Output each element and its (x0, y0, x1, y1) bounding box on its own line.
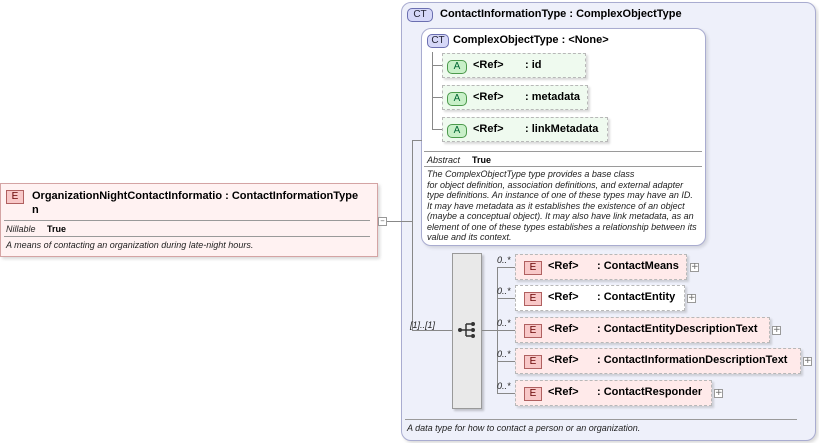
attribute-branch (432, 129, 444, 130)
description-line: type definitions. An instance of one of … (427, 190, 693, 200)
child-name: : ContactInformationDescriptionText (597, 354, 788, 366)
element-title-wrap: n (32, 204, 39, 216)
element-badge: E (6, 190, 24, 204)
complex-type-description: A data type for how to contact a person … (407, 423, 641, 433)
child-name: : ContactResponder (597, 386, 703, 398)
plus-icon[interactable]: + (803, 356, 812, 366)
plus-icon[interactable]: + (714, 388, 723, 398)
complex-type-title: ContactInformationType : ComplexObjectTy… (440, 8, 682, 20)
element-badge: E (524, 261, 542, 275)
element-badge: E (524, 355, 542, 369)
element-badge: E (524, 324, 542, 338)
attribute-ref: <Ref> (473, 91, 504, 103)
description-line: It may have metadata as it establishes t… (427, 200, 685, 211)
attribute-tree-line (432, 52, 433, 130)
attribute-branch (432, 65, 444, 66)
sequence-connector (412, 330, 452, 331)
child-contact-responder[interactable]: E <Ref> : ContactResponder (515, 380, 712, 406)
abstract-label: Abstract (427, 155, 461, 165)
element-badge: E (524, 387, 542, 401)
attribute-ref: <Ref> (473, 123, 504, 135)
description-line: for object definition, association defin… (427, 179, 684, 190)
attribute-name: : id (525, 59, 542, 71)
child-occurrence: 0..* (497, 255, 511, 265)
base-type-title: ComplexObjectType : <None> (453, 34, 609, 46)
child-branch (497, 298, 515, 299)
child-occurrence: 0..* (497, 381, 511, 391)
child-name: : ContactEntityDescriptionText (597, 323, 758, 335)
child-ref: <Ref> (548, 291, 579, 303)
child-ref: <Ref> (548, 260, 579, 272)
child-ref: <Ref> (548, 386, 579, 398)
child-branch (497, 393, 515, 394)
base-type-divider (424, 151, 702, 152)
description-line: The ComplexObjectType type provides a ba… (427, 169, 635, 179)
element-divider (4, 236, 370, 237)
child-branch (497, 330, 515, 331)
element-description: A means of contacting an organization du… (6, 240, 254, 250)
base-type-description: The ComplexObjectType type provides a ba… (427, 169, 703, 243)
child-branch (497, 267, 515, 268)
description-line: (maybe a conceptual object). It may also… (427, 211, 694, 221)
child-name: : ContactEntity (597, 291, 676, 303)
complex-type-badge: CT (407, 8, 433, 22)
plus-icon[interactable]: + (690, 262, 699, 272)
complex-type-divider (405, 419, 797, 420)
child-ref: <Ref> (548, 323, 579, 335)
attribute-link-metadata[interactable]: A <Ref> : linkMetadata (442, 117, 608, 142)
child-occurrence: 0..* (497, 318, 511, 328)
attribute-badge: A (447, 124, 467, 138)
element-title: OrganizationNightContactInformatio : Con… (32, 190, 359, 202)
element-connector (387, 221, 412, 222)
description-line: element of one of these types establishe… (427, 221, 697, 232)
attribute-branch (432, 97, 444, 98)
base-type-divider (424, 166, 702, 167)
plus-icon[interactable]: + (772, 325, 781, 335)
abstract-value: True (472, 155, 492, 165)
attribute-name: : metadata (525, 91, 581, 103)
plus-icon[interactable]: + (687, 293, 696, 303)
attribute-name: : linkMetadata (525, 123, 599, 135)
base-type-badge: CT (427, 34, 449, 48)
type-tree-line (412, 140, 413, 331)
child-branch (497, 361, 515, 362)
sequence-icon (458, 322, 475, 338)
child-ref: <Ref> (548, 354, 579, 366)
nillable-label: Nillable (6, 224, 36, 234)
minus-icon[interactable]: – (378, 217, 387, 226)
child-occurrence: 0..* (497, 286, 511, 296)
attribute-badge: A (447, 60, 467, 74)
sequence-compositor[interactable] (452, 253, 482, 409)
element-badge: E (524, 292, 542, 306)
attribute-metadata[interactable]: A <Ref> : metadata (442, 85, 588, 110)
description-line: value and its context. (427, 232, 512, 242)
sequence-connector (482, 330, 497, 331)
child-contact-means[interactable]: E <Ref> : ContactMeans (515, 254, 687, 280)
child-name: : ContactMeans (597, 260, 679, 272)
child-contact-entity-description-text[interactable]: E <Ref> : ContactEntityDescriptionText (515, 317, 770, 343)
child-occurrence: 0..* (497, 349, 511, 359)
nillable-value: True (47, 224, 67, 234)
child-contact-entity[interactable]: E <Ref> : ContactEntity (515, 285, 685, 311)
attribute-badge: A (447, 92, 467, 106)
type-tree-branch (412, 140, 422, 141)
element-divider (4, 220, 370, 221)
child-contact-information-description-text[interactable]: E <Ref> : ContactInformationDescriptionT… (515, 348, 801, 374)
attribute-id[interactable]: A <Ref> : id (442, 53, 586, 78)
attribute-ref: <Ref> (473, 59, 504, 71)
sequence-occurrence: [1]..[1] (410, 320, 436, 330)
